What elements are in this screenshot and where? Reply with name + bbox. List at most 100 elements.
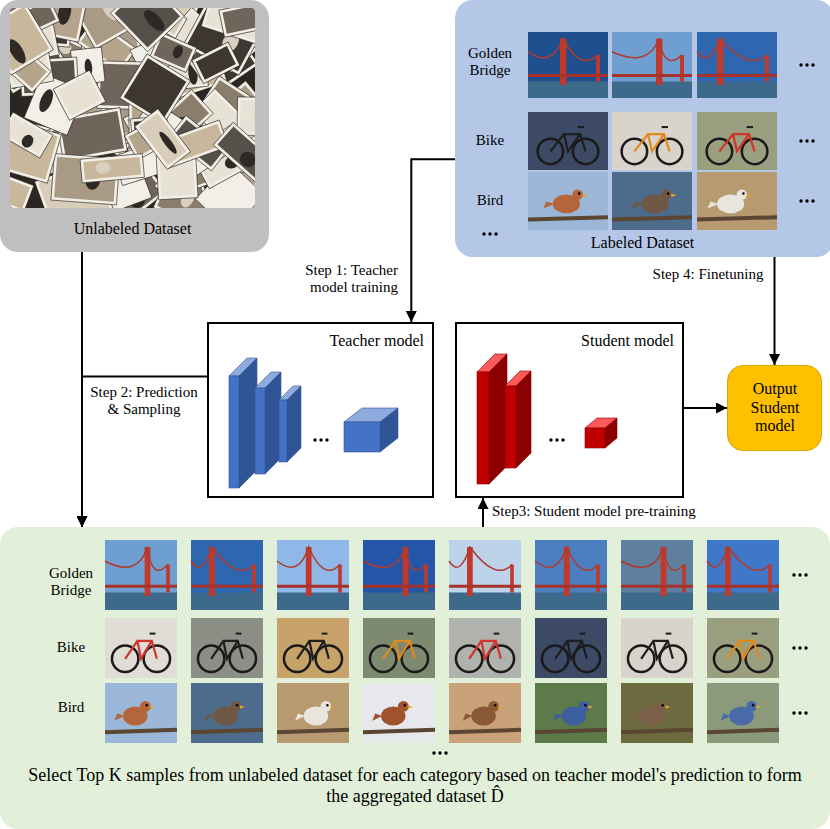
illustration-part <box>449 547 512 570</box>
illustration-part <box>213 122 255 189</box>
photo-print <box>80 154 144 183</box>
illustration-part <box>330 705 335 709</box>
illustration-part <box>105 547 168 570</box>
illustration-part <box>578 192 580 194</box>
illustration-part <box>229 376 239 488</box>
illustration-part <box>752 704 754 706</box>
step-label: Step 4: Finetuning <box>648 266 768 283</box>
labeled-thumbnails <box>482 32 814 236</box>
illustration-part <box>105 683 177 743</box>
ellipsis-dot <box>805 199 808 202</box>
illustration-part <box>254 108 255 127</box>
illustration-part <box>222 8 255 34</box>
bird-photo <box>707 683 779 743</box>
illustration-part <box>449 585 521 588</box>
illustration-part <box>661 547 667 596</box>
bird-photo <box>621 683 693 743</box>
ellipsis-dot <box>792 711 795 714</box>
illustration-part <box>114 714 124 721</box>
illustration-part <box>612 172 692 230</box>
bike-photo <box>191 618 263 678</box>
illustration-part <box>295 714 305 721</box>
illustration-part <box>555 641 587 659</box>
illustration-part <box>363 593 435 611</box>
illustration-part <box>742 192 744 194</box>
panel-caption: Labeled Dataset <box>455 234 830 252</box>
illustration-part <box>344 422 380 452</box>
illustration-part <box>641 641 673 659</box>
aggregated-thumbnails <box>105 540 808 755</box>
illustration-part <box>621 547 684 570</box>
ellipsis-dot <box>799 63 802 66</box>
illustration-part <box>240 705 245 709</box>
illustration-part <box>277 618 349 678</box>
illustration-part <box>612 39 682 61</box>
illustration-part <box>19 133 35 150</box>
illustration-part <box>727 641 759 659</box>
step-arrow <box>82 377 207 527</box>
illustration-part <box>697 112 777 170</box>
model-box: Teacher model <box>207 322 434 498</box>
model-title: Teacher model <box>269 332 424 350</box>
illustration-part <box>326 704 328 706</box>
bridge-photo <box>535 540 607 610</box>
illustration-part <box>621 683 693 743</box>
step-label: Step 2: Prediction & Sampling <box>88 384 200 419</box>
illustration-part <box>528 82 608 99</box>
illustration-part <box>707 547 770 570</box>
illustration-part <box>398 701 409 712</box>
illustration-part <box>662 704 664 706</box>
illustration-part <box>596 55 600 81</box>
illustration-part <box>403 547 409 596</box>
illustration-part <box>721 714 731 721</box>
illustration-part <box>125 641 157 659</box>
illustration-part <box>498 705 503 709</box>
illustration-part <box>535 618 607 678</box>
illustration-part <box>277 730 349 732</box>
ellipsis-dot <box>319 438 322 441</box>
illustration-part <box>105 618 177 678</box>
ellipsis-dot <box>804 573 807 576</box>
illustration-part <box>150 633 156 635</box>
illustration-part <box>621 585 693 588</box>
illustration-part <box>632 202 643 209</box>
category-label: Bike <box>457 132 523 149</box>
illustration-part <box>667 192 669 194</box>
bridge-photo <box>528 32 608 98</box>
illustration-part <box>363 683 435 743</box>
model-title: Student model <box>517 332 674 350</box>
illustration-part <box>612 82 692 99</box>
illustration-part <box>747 126 753 128</box>
bird-photo <box>363 683 435 743</box>
illustration-part <box>370 646 396 672</box>
bike-photo <box>277 618 349 678</box>
illustration-part <box>697 82 777 99</box>
illustration-part <box>408 633 414 635</box>
illustration-part <box>363 730 435 732</box>
category-label: Bird <box>457 192 523 209</box>
ellipsis-dot <box>444 751 447 754</box>
illustration-part <box>191 618 263 678</box>
bike-photo <box>105 618 177 678</box>
illustration-part <box>105 730 177 732</box>
ellipsis-dot <box>561 438 564 441</box>
bird-photo <box>528 172 608 230</box>
illustration-part <box>463 714 473 721</box>
node-illustration <box>457 324 686 500</box>
bird-photo <box>449 683 521 743</box>
illustration-part <box>255 388 265 474</box>
illustration-part <box>449 730 521 732</box>
illustration-part <box>707 585 779 588</box>
bridge-photo <box>191 540 263 610</box>
bike-photo <box>449 618 521 678</box>
output-label: Output Student model <box>732 380 818 435</box>
illustration-part <box>10 37 29 67</box>
illustration-part <box>408 705 413 709</box>
bridge-photo <box>105 540 177 610</box>
illustration-part <box>662 126 668 128</box>
illustration-part <box>321 701 332 712</box>
panel-caption: Unlabeled Dataset <box>0 220 265 238</box>
ellipsis-dot <box>811 63 814 66</box>
node-illustration <box>209 324 436 500</box>
illustration-part <box>205 714 215 721</box>
